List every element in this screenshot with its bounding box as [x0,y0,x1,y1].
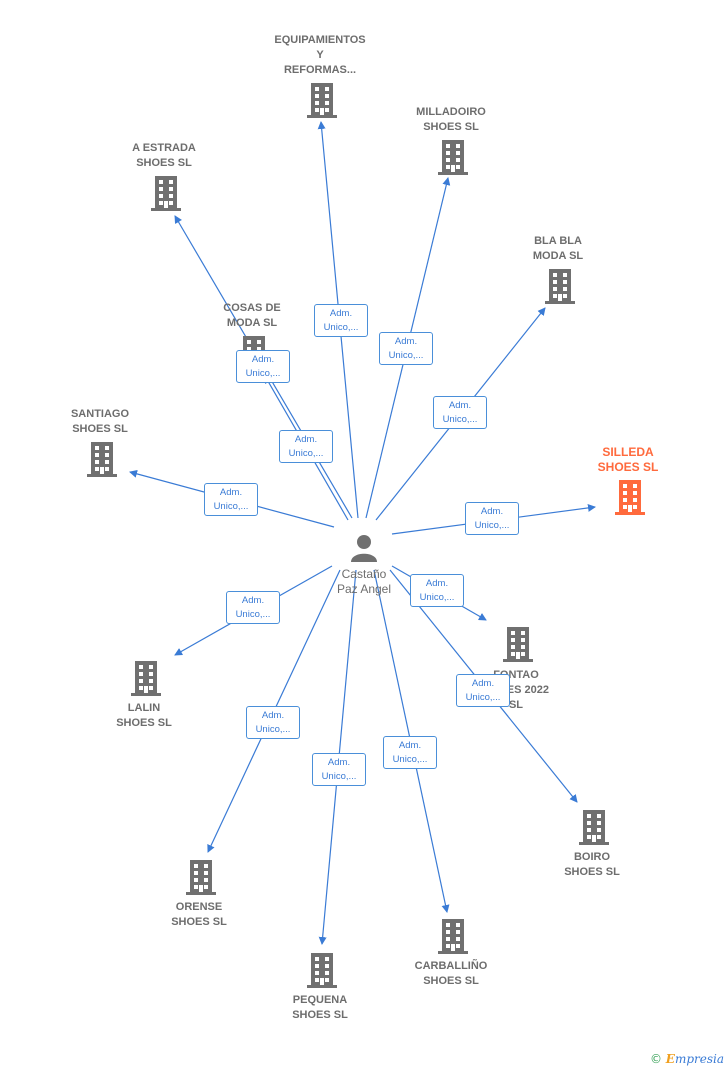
role-line1: Adm. [219,487,243,498]
company-label-a-estrada[interactable]: A ESTRADA SHOES SL [132,142,196,169]
role-box-a-estrada[interactable]: Adm. Unico,... [236,350,290,383]
building-icon-lalin[interactable] [129,661,163,697]
role-line2: Unico,... [465,692,501,703]
building-icon-bla-bla[interactable] [543,269,577,305]
person-node[interactable] [348,532,380,564]
role-box-lalin[interactable]: Adm. Unico,... [226,591,280,624]
copyright-icon: © [649,1052,662,1066]
company-label-lalin[interactable]: LALIN SHOES SL [116,702,172,729]
company-label-santiago[interactable]: SANTIAGO SHOES SL [70,408,130,435]
building-icon-santiago[interactable] [85,442,119,478]
role-line1: Adm. [480,506,504,517]
role-box-fontao[interactable]: Adm. Unico,... [410,574,464,607]
role-line1: Adm. [327,757,351,768]
role-box-equipamientos[interactable]: Adm. Unico,... [314,304,368,337]
brand-name: mpresia [674,1052,724,1066]
building-icon-fontao[interactable] [501,627,535,663]
role-line1: Adm. [448,400,472,411]
person-name-line1: Castaño [341,567,387,581]
role-line1: Adm. [251,354,275,365]
person-name-line2: Paz Angel [336,582,392,596]
role-line2: Unico,... [213,501,249,512]
role-line1: Adm. [294,434,318,445]
role-box-milladoiro[interactable]: Adm. Unico,... [379,332,433,365]
role-box-pequena[interactable]: Adm. Unico,... [312,753,366,786]
role-line2: Unico,... [388,350,424,361]
role-line1: Adm. [394,336,418,347]
role-line1: Adm. [425,578,449,589]
role-line2: Unico,... [321,771,357,782]
building-icon-silleda[interactable] [613,480,647,516]
role-line2: Unico,... [323,322,359,333]
company-label-silleda[interactable]: SILLEDA SHOES SL [597,445,659,474]
building-icon-carballino[interactable] [436,919,470,955]
role-line2: Unico,... [419,592,455,603]
role-box-santiago[interactable]: Adm. Unico,... [204,483,258,516]
role-box-boiro[interactable]: Adm. Unico,... [456,674,510,707]
role-box-cosas-de-moda[interactable]: Adm. Unico,... [279,430,333,463]
role-line2: Unico,... [474,520,510,531]
company-label-carballino[interactable]: CARBALLIÑO SHOES SL [414,960,488,987]
person-icon [351,535,377,562]
role-line1: Adm. [241,595,265,606]
company-label-milladoiro[interactable]: MILLADOIRO SHOES SL [416,106,486,133]
role-box-silleda[interactable]: Adm. Unico,... [465,502,519,535]
person-name: Castaño Paz Angel [304,567,424,597]
company-label-bla-bla[interactable]: BLA BLA MODA SL [532,235,584,262]
role-box-carballino[interactable]: Adm. Unico,... [383,736,437,769]
building-icon-equipamientos[interactable] [305,83,339,119]
brand-initial: E [665,1052,675,1066]
role-box-bla-bla[interactable]: Adm. Unico,... [433,396,487,429]
role-line1: Adm. [398,740,422,751]
building-icon-a-estrada[interactable] [149,176,183,212]
building-icon-boiro[interactable] [577,810,611,846]
footer-brand: © Empresia [650,1052,724,1066]
role-line2: Unico,... [442,414,478,425]
role-line1: Adm. [329,308,353,319]
role-line2: Unico,... [288,448,324,459]
company-label-boiro[interactable]: BOIRO SHOES SL [564,851,620,878]
company-label-orense[interactable]: ORENSE SHOES SL [171,901,227,928]
role-box-orense[interactable]: Adm. Unico,... [246,706,300,739]
role-line2: Unico,... [255,724,291,735]
company-label-cosas-de-moda[interactable]: COSAS DE MODA SL [223,302,281,329]
building-icon-milladoiro[interactable] [436,140,470,176]
role-line2: Unico,... [245,368,281,379]
role-line1: Adm. [261,710,285,721]
building-icon-orense[interactable] [184,860,218,896]
company-label-equipamientos[interactable]: EQUIPAMIENTOS Y REFORMAS... [274,34,366,76]
company-label-pequena[interactable]: PEQUENA SHOES SL [292,994,348,1021]
role-line2: Unico,... [392,754,428,765]
building-icon-pequena[interactable] [305,953,339,989]
role-line2: Unico,... [235,609,271,620]
role-line1: Adm. [471,678,495,689]
